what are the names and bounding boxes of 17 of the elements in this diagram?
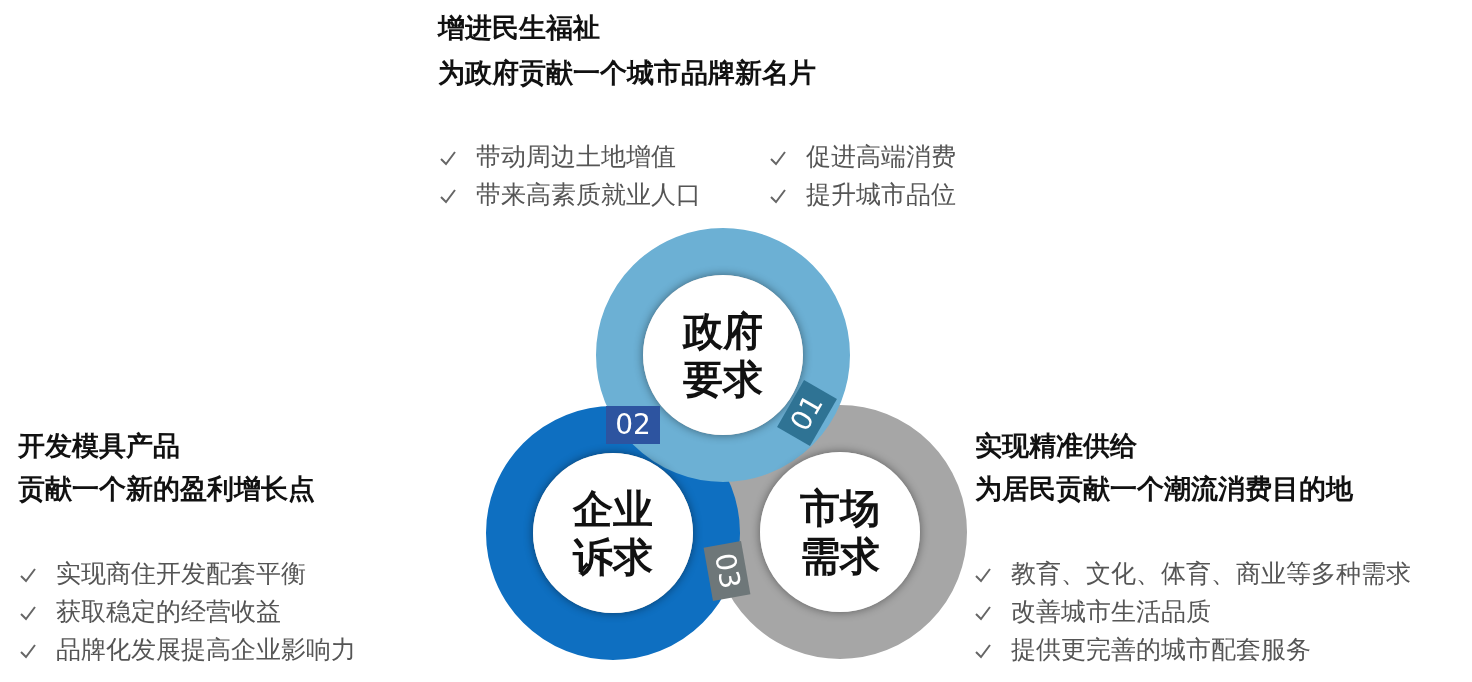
heading-text: 为居民贡献一个潮流消费目的地 <box>975 472 1353 506</box>
heading-text: 实现精准供给 <box>975 429 1137 463</box>
checklist-item: 获取稳定的经营收益 <box>56 596 281 628</box>
checklist-item: 改善城市生活品质 <box>1011 596 1211 628</box>
number-badge: 02 <box>606 406 660 444</box>
checklist-item: 教育、文化、体育、商业等多种需求 <box>1011 558 1411 590</box>
checklist-item: 实现商住开发配套平衡 <box>56 558 306 590</box>
checklist-item: 提供更完善的城市配套服务 <box>1011 634 1311 666</box>
heading-text: 开发模具产品 <box>18 429 180 463</box>
heading-text: 增进民生福祉 <box>438 11 600 45</box>
checklist-item: 提升城市品位 <box>806 179 956 211</box>
heading-text: 贡献一个新的盈利增长点 <box>18 472 315 506</box>
checklist-item: 品牌化发展提高企业影响力 <box>56 634 356 666</box>
checklist-item: 带动周边土地增值 <box>476 141 676 173</box>
checklist-item: 带来高素质就业人口 <box>476 179 701 211</box>
checklist-item: 促进高端消费 <box>806 141 956 173</box>
heading-text: 为政府贡献一个城市品牌新名片 <box>438 56 816 90</box>
